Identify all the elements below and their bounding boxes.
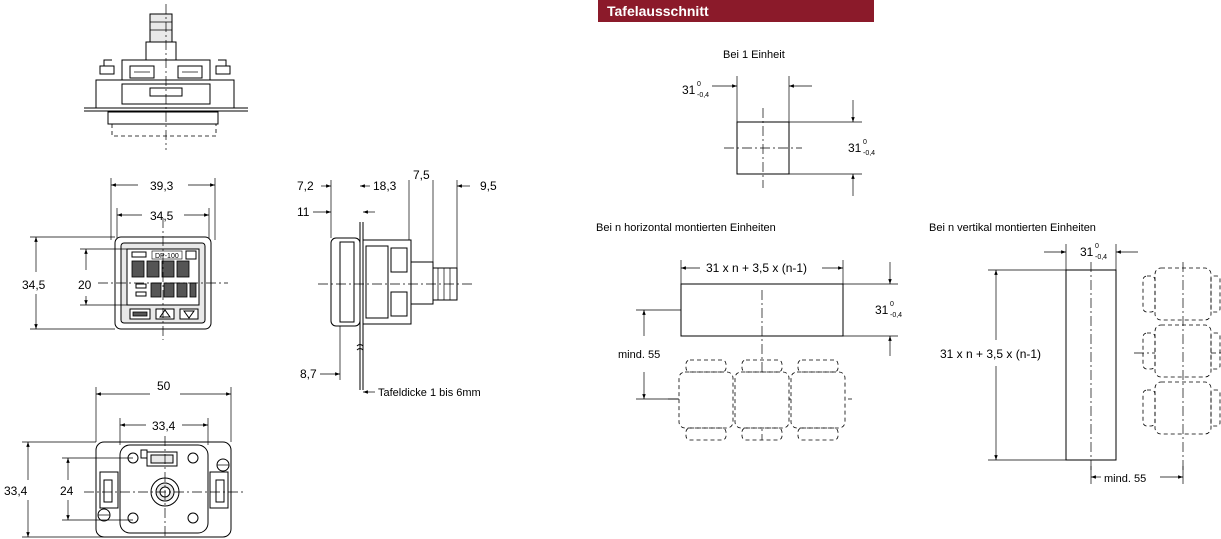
cutout-vertical: Bei n vertikal montierten Einheiten 31 0… xyxy=(929,222,1221,485)
cutout-horizontal-height-sup: 0 xyxy=(890,301,894,308)
ghost-unit-h3 xyxy=(790,371,846,429)
section-header-bar xyxy=(598,0,874,22)
dim-height-20: 20 xyxy=(78,278,92,292)
cutout-single-height-base: 31 xyxy=(848,141,862,155)
cutout-vertical-min-spacing: mind. 55 xyxy=(1104,473,1146,485)
cutout-single-width-sup: 0 xyxy=(697,81,701,88)
cutout-vertical-height-formula: 31 x n + 3,5 x (n-1) xyxy=(940,347,1041,361)
dim-95: 9,5 xyxy=(480,179,497,193)
dim-183: 18,3 xyxy=(373,179,397,193)
cutout-horizontal-min-spacing: mind. 55 xyxy=(618,349,660,361)
cutout-vertical-width-base: 31 xyxy=(1080,245,1094,259)
dim-height-24: 24 xyxy=(60,484,74,498)
front-view-dimensions: 39,3 34,5 34,5 20 xyxy=(22,178,216,330)
ghost-unit-v2 xyxy=(1154,324,1212,378)
dim-height-334: 33,4 xyxy=(4,484,28,498)
front-view-drawing: DP-100 xyxy=(98,218,228,340)
dim-width-334: 33,4 xyxy=(152,419,176,433)
dim-75: 7,5 xyxy=(413,168,430,182)
dim-height-345: 34,5 xyxy=(22,278,46,292)
cutout-single-width-sub: -0,4 xyxy=(697,92,709,99)
display-model-label: DP-100 xyxy=(155,253,179,260)
dim-72: 7,2 xyxy=(297,179,314,193)
dim-87: 8,7 xyxy=(300,367,317,381)
cutout-vertical-caption: Bei n vertikal montierten Einheiten xyxy=(929,222,1096,234)
cutout-horizontal-width-formula: 31 x n + 3,5 x (n-1) xyxy=(706,261,807,275)
panel-thickness-label: Tafeldicke 1 bis 6mm xyxy=(378,387,481,399)
cutout-vertical-width-sup: 0 xyxy=(1095,243,1099,250)
cutout-single-height-sup: 0 xyxy=(863,139,867,146)
ghost-unit-h1 xyxy=(678,371,734,429)
side-view-drawing xyxy=(318,222,472,390)
cutout-single-caption: Bei 1 Einheit xyxy=(723,49,785,61)
dim-width-345: 34,5 xyxy=(150,209,174,223)
cutout-single-width-base: 31 xyxy=(682,83,696,97)
dim-width-393: 39,3 xyxy=(150,179,174,193)
display-label-box xyxy=(151,250,183,260)
back-view-dimensions: 50 33,4 33,4 24 xyxy=(4,379,232,538)
back-view-drawing xyxy=(84,436,246,539)
cutout-vertical-width-sub: -0,4 xyxy=(1095,254,1107,261)
section-header-title: Tafelausschnitt xyxy=(607,3,709,19)
cutout-single-unit: Bei 1 Einheit 31 0 -0,4 31 0 -0,4 xyxy=(682,49,875,196)
cutout-horizontal-height-base: 31 xyxy=(875,303,889,317)
cutout-single-height-sub: -0,4 xyxy=(863,150,875,157)
top-view-drawing xyxy=(84,4,248,150)
side-view-dimensions: 7,2 18,3 7,5 9,5 11 8,7 Tafeldicke 1 bis… xyxy=(297,168,497,399)
cutout-horizontal-height-sub: -0,4 xyxy=(890,312,902,319)
cutout-horizontal: Bei n horizontal montierten Einheiten 31… xyxy=(596,222,902,441)
dim-11: 11 xyxy=(297,205,310,219)
ghost-unit-h2 xyxy=(734,371,790,429)
dim-width-50: 50 xyxy=(157,379,171,393)
cutout-horizontal-caption: Bei n horizontal montierten Einheiten xyxy=(596,222,776,234)
